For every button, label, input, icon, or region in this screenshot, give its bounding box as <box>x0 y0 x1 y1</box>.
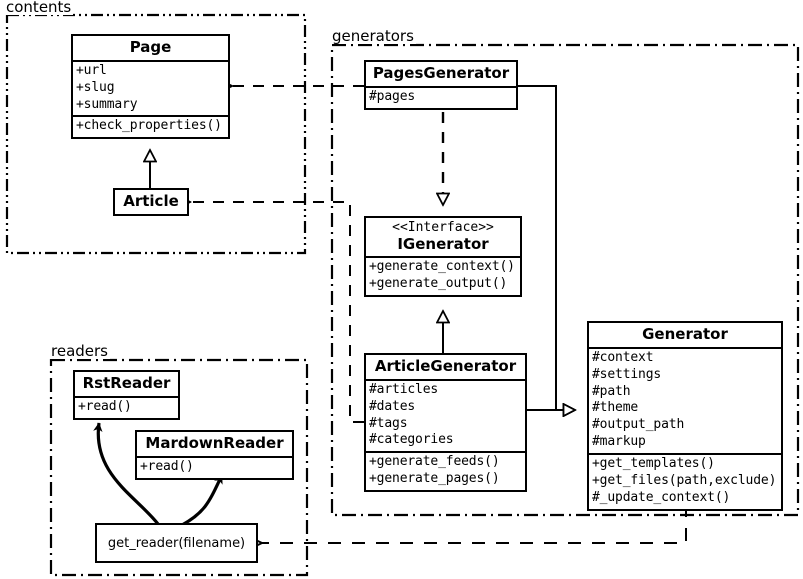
class-box-rst-reader[interactable]: RstReader +read() <box>73 370 180 420</box>
class-box-generator[interactable]: Generator #context #settings #path #them… <box>587 321 783 511</box>
function-box-get-reader[interactable]: get_reader(filename) <box>95 523 258 563</box>
package-label-readers: readers <box>49 342 110 360</box>
attribute-item: +summary <box>76 96 138 112</box>
class-title-article-generator: ArticleGenerator <box>374 357 517 375</box>
attribute-item: #settings <box>592 366 662 382</box>
attribute-item: #path <box>592 383 631 399</box>
class-attributes-pages-generator: #pages <box>366 88 516 108</box>
operation-item: #_update_context() <box>592 489 731 505</box>
class-operations-page: +check_properties() <box>73 117 228 137</box>
attribute-item: +url <box>76 62 107 78</box>
class-operations-igenerator: +generate_context() +generate_output() <box>366 258 520 295</box>
attribute-item: #output_path <box>592 417 685 433</box>
class-operations-generator: +get_templates() +get_files(path,exclude… <box>589 455 781 509</box>
class-box-page[interactable]: Page +url +slug +summary +check_properti… <box>71 34 230 140</box>
class-attributes-article-generator: #articles #dates #tags #categories <box>366 381 525 452</box>
class-box-pages-generator[interactable]: PagesGenerator #pages <box>364 60 518 110</box>
operation-item: +generate_output() <box>369 275 508 291</box>
class-box-article[interactable]: Article <box>113 188 189 216</box>
attribute-item: #context <box>592 349 654 365</box>
package-label-generators: generators <box>330 27 416 45</box>
operation-item: +get_files(path,exclude) <box>592 473 777 489</box>
relation-get-reader-returns-mardown-reader <box>181 474 224 527</box>
attribute-item: #pages <box>369 88 416 104</box>
operation-item: +generate_feeds() <box>369 454 500 470</box>
class-operations-rst-reader: +read() <box>75 398 178 418</box>
attribute-item: #dates <box>369 398 416 414</box>
class-title-article: Article <box>123 192 179 210</box>
operation-item: +read() <box>78 398 132 414</box>
operation-item: +generate_context() <box>369 258 515 274</box>
relation-articlegen-depends-article <box>190 202 364 423</box>
class-box-mardown-reader[interactable]: MardownReader +read() <box>135 430 294 480</box>
attribute-item: +slug <box>76 79 115 95</box>
package-label-contents: contents <box>4 0 74 16</box>
class-title-generator: Generator <box>642 325 728 343</box>
operation-item: +generate_pages() <box>369 471 500 487</box>
class-operations-article-generator: +generate_feeds() +generate_pages() <box>366 453 525 490</box>
class-title-mardown-reader: MardownReader <box>145 434 284 452</box>
class-title-igenerator: <<Interface>> IGenerator <box>366 218 520 256</box>
attribute-item: #markup <box>592 434 646 450</box>
attribute-item: #articles <box>369 381 439 397</box>
class-box-igenerator[interactable]: <<Interface>> IGenerator +generate_conte… <box>364 216 522 297</box>
class-attributes-page: +url +slug +summary <box>73 62 228 116</box>
class-name-igenerator: IGenerator <box>397 234 489 253</box>
class-title-page: Page <box>129 38 172 56</box>
attribute-item: #theme <box>592 400 639 416</box>
class-title-rst-reader: RstReader <box>82 374 171 392</box>
class-stereotype-igenerator: <<Interface>> <box>392 220 494 235</box>
class-operations-mardown-reader: +read() <box>137 458 292 478</box>
class-box-article-generator[interactable]: ArticleGenerator #articles #dates #tags … <box>364 353 527 493</box>
operation-item: +get_templates() <box>592 456 715 472</box>
function-label-get-reader: get_reader(filename) <box>107 535 246 551</box>
class-title-pages-generator: PagesGenerator <box>372 64 510 82</box>
attribute-item: #tags <box>369 415 408 431</box>
attribute-item: #categories <box>369 432 454 448</box>
operation-item: +read() <box>140 458 194 474</box>
operation-item: +check_properties() <box>76 118 222 134</box>
class-attributes-generator: #context #settings #path #theme #output_… <box>589 349 781 453</box>
